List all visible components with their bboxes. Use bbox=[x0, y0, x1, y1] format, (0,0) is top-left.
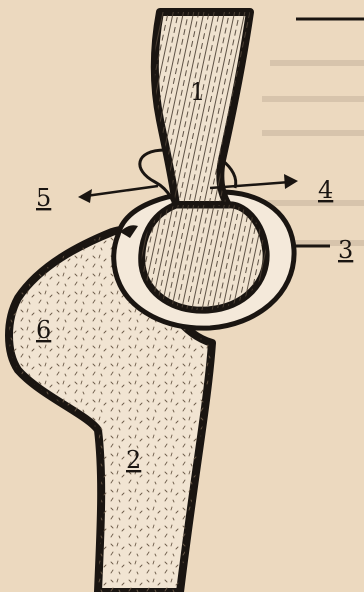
label-2: 2 bbox=[126, 446, 141, 474]
label-5: 5 bbox=[36, 184, 51, 212]
arrow-5 bbox=[78, 186, 158, 203]
label-3: 3 bbox=[338, 236, 353, 264]
label-1: 1 bbox=[190, 78, 205, 106]
head-hatching bbox=[142, 205, 266, 310]
label-6: 6 bbox=[36, 316, 51, 344]
label-4: 4 bbox=[318, 176, 333, 204]
